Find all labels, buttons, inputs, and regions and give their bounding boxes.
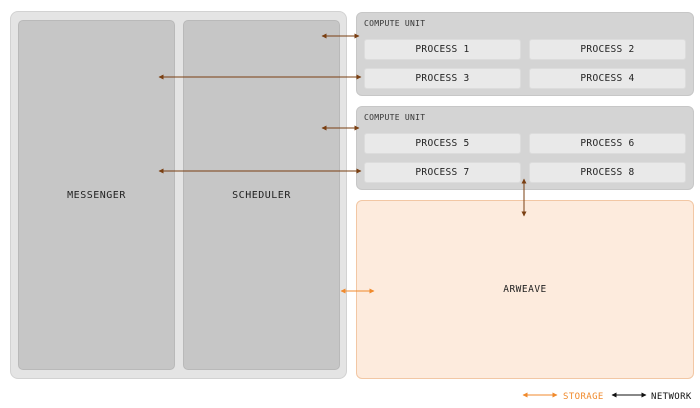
process-label: PROCESS 7: [415, 167, 470, 178]
process-label: PROCESS 5: [415, 138, 470, 149]
scheduler-label: SCHEDULER: [232, 189, 291, 201]
process-7: PROCESS 7: [364, 162, 521, 183]
process-label: PROCESS 1: [415, 44, 470, 55]
process-label: PROCESS 2: [580, 44, 635, 55]
process-label: PROCESS 3: [415, 73, 470, 84]
messenger-block: MESSENGER: [18, 20, 175, 370]
process-label: PROCESS 6: [580, 138, 635, 149]
process-8: PROCESS 8: [529, 162, 686, 183]
arweave-label: ARWEAVE: [503, 284, 547, 295]
legend-network-label: NETWORK: [651, 392, 692, 402]
process-label: PROCESS 8: [580, 167, 635, 178]
process-1: PROCESS 1: [364, 39, 521, 60]
arweave-block: ARWEAVE: [356, 200, 694, 379]
process-2: PROCESS 2: [529, 39, 686, 60]
process-5: PROCESS 5: [364, 133, 521, 154]
process-label: PROCESS 4: [580, 73, 635, 84]
process-6: PROCESS 6: [529, 133, 686, 154]
compute-unit-label: COMPUTE UNIT: [364, 19, 426, 28]
process-3: PROCESS 3: [364, 68, 521, 89]
compute-unit-label: COMPUTE UNIT: [364, 113, 426, 122]
process-4: PROCESS 4: [529, 68, 686, 89]
messenger-label: MESSENGER: [67, 189, 126, 201]
legend-storage-label: STORAGE: [563, 392, 604, 402]
compute-unit-1: COMPUTE UNIT PROCESS 1 PROCESS 2 PROCESS…: [356, 12, 694, 96]
compute-unit-2: COMPUTE UNIT PROCESS 5 PROCESS 6 PROCESS…: [356, 106, 694, 190]
